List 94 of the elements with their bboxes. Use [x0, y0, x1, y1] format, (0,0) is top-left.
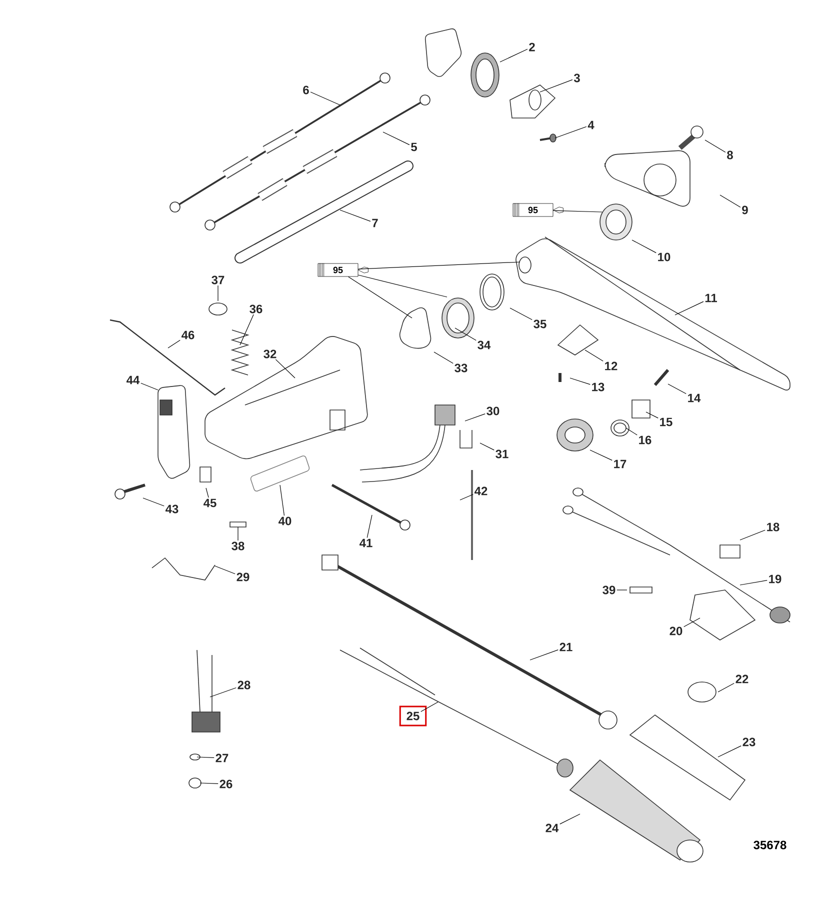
leader-line [570, 378, 590, 385]
callout-number: 14 [688, 394, 701, 402]
leader-line [740, 530, 766, 540]
leader-line [584, 350, 604, 362]
callout-number: 8 [727, 150, 733, 160]
callout-number: 23 [742, 738, 756, 746]
callout-number: 25 [406, 712, 420, 720]
callout-number: 33 [454, 364, 468, 372]
callout-number: 16 [639, 436, 652, 444]
leader-line [168, 340, 180, 348]
leader-line [434, 352, 454, 364]
leader-line [560, 814, 580, 824]
callout-number: 29 [236, 572, 250, 582]
leader-line [704, 140, 726, 153]
leader-line [196, 756, 214, 758]
leader-line [275, 359, 296, 378]
callout-number: 41 [360, 538, 372, 548]
callout-number: 37 [212, 276, 224, 284]
leader-line [358, 262, 520, 270]
grease-tube: 95 [512, 203, 564, 217]
leader-line [718, 682, 734, 692]
leader-line [554, 126, 587, 138]
callout-number: 10 [658, 252, 670, 262]
callout-number: 30 [486, 406, 500, 416]
callout-number: 2 [529, 42, 535, 52]
leader-line [454, 328, 476, 341]
callout-number: 22 [736, 674, 748, 684]
leader-line [674, 301, 704, 316]
callout-number: 9 [742, 206, 748, 214]
callout-number: 20 [670, 626, 682, 636]
leader-line [358, 274, 448, 298]
drawing-number: 35678 [754, 840, 786, 850]
callout-number: 38 [232, 542, 244, 550]
callout-number: 12 [605, 362, 618, 370]
leader-line [720, 194, 741, 208]
callout-number: 46 [182, 330, 194, 340]
leader-line [500, 48, 528, 62]
callout-number: 15 [660, 418, 672, 426]
leader-line [460, 494, 474, 500]
callout-number: 3 [574, 74, 580, 82]
leader-line [632, 240, 656, 254]
leader-line [718, 746, 742, 758]
callout-number: 43 [166, 504, 178, 514]
leader-line [464, 414, 486, 422]
leader-line [480, 442, 494, 450]
callout-number: 7 [372, 218, 378, 228]
leader-line [590, 450, 612, 461]
callout-number: 36 [250, 304, 262, 314]
leader-line [340, 210, 371, 222]
leader-line [142, 498, 164, 506]
leader-line [310, 92, 340, 106]
callout-number: 42 [474, 486, 488, 496]
callout-number: 18 [767, 522, 780, 532]
callout-number: 11 [705, 294, 717, 302]
callout-number: 34 [478, 340, 491, 350]
grease-tube: 95 [318, 263, 368, 277]
callout-number: 44 [126, 376, 140, 384]
leader-line [200, 782, 218, 784]
leader-line [626, 428, 638, 436]
callout-number: 5 [411, 142, 417, 152]
leader-line [540, 79, 573, 92]
leader-line [740, 580, 768, 586]
leader-line [214, 566, 236, 574]
callout-number: 6 [303, 86, 309, 94]
leader-line [382, 132, 410, 146]
leader-line [280, 484, 285, 516]
callout-number: 27 [216, 754, 228, 762]
callout-number: 31 [496, 450, 508, 458]
callout-number: 24 [546, 824, 559, 832]
callout-number: 4 [588, 120, 594, 130]
callout-number: 13 [592, 382, 604, 392]
callout-number: 28 [238, 680, 250, 690]
leader-line [348, 276, 412, 318]
leader-line [668, 384, 686, 394]
leader-line [140, 382, 158, 390]
callout-number: 40 [278, 516, 292, 526]
leader-line [366, 514, 372, 538]
callout-number: 39 [602, 586, 616, 594]
leader-line [420, 702, 438, 712]
callout-number: 35 [534, 320, 546, 328]
callout-number: 19 [769, 574, 782, 584]
leader-line [240, 314, 254, 346]
leader-line [510, 308, 532, 320]
leader-line [552, 210, 602, 212]
leader-line [210, 687, 236, 698]
callout-number: 26 [220, 780, 232, 788]
leader-line [530, 650, 558, 660]
callout-number: 21 [560, 642, 572, 652]
leader-line [684, 618, 700, 628]
callout-number: 32 [264, 350, 276, 358]
leader-line [646, 412, 658, 418]
callout-number: 17 [614, 460, 626, 468]
callout-number: 45 [204, 498, 216, 508]
leader-line [206, 488, 209, 498]
